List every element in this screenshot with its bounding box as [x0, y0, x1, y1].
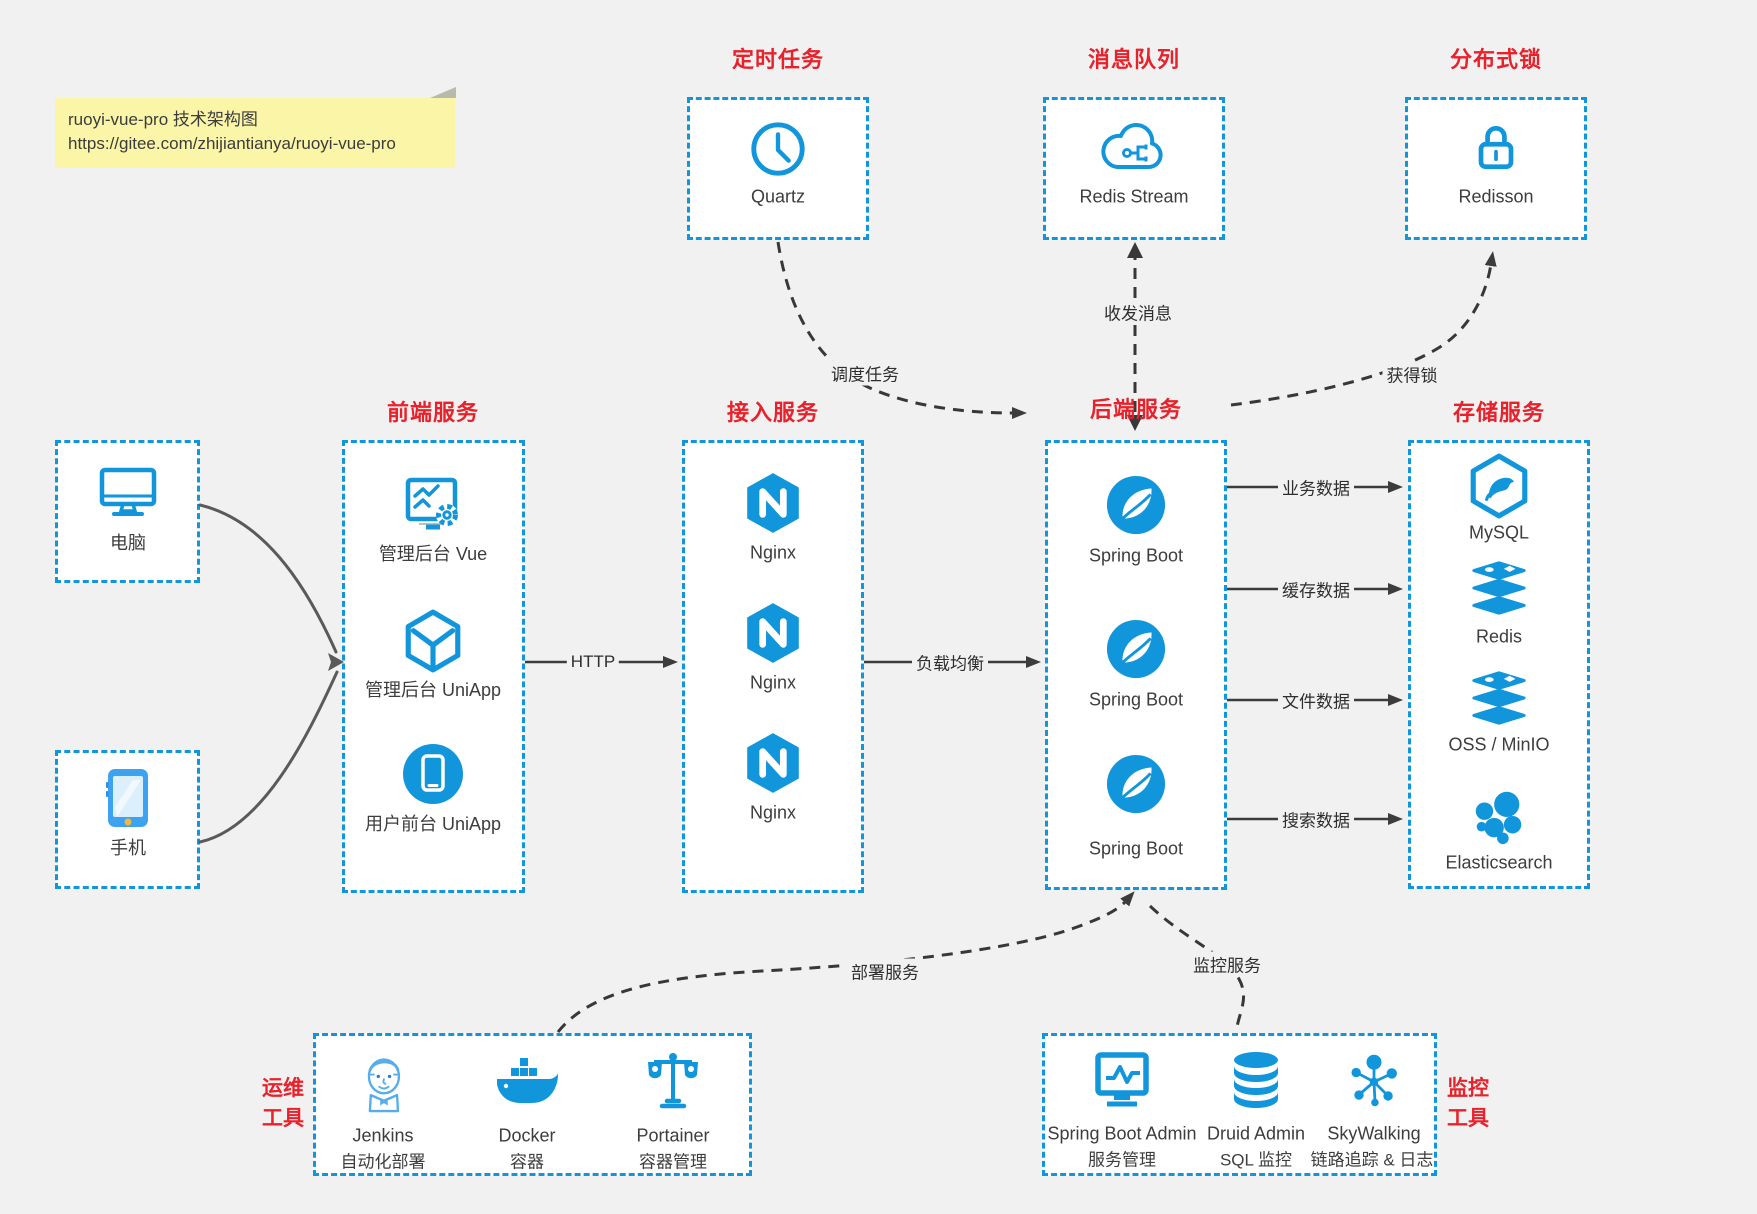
skywalking-label: SkyWalking	[1327, 1123, 1421, 1144]
nginx-label: Nginx	[749, 672, 797, 693]
druid-desc: SQL 监控	[1219, 1150, 1293, 1170]
frontend-title: 前端服务	[386, 400, 480, 425]
vue-admin-icon	[399, 475, 467, 537]
edge-label-lb: 负载均衡	[912, 649, 988, 675]
uniapp-admin-label: 管理后台 UniApp	[364, 680, 502, 700]
sticky-note-fold	[430, 87, 456, 98]
docker-desc: 容器	[510, 1152, 544, 1172]
spring-boot-icon	[1105, 753, 1167, 815]
uniapp-cube-icon	[400, 608, 466, 674]
redis-icon	[1468, 559, 1530, 617]
jenkins-icon	[353, 1050, 413, 1114]
deploy-arrow	[556, 891, 1135, 1033]
computer-label: 电脑	[110, 533, 146, 553]
docker-label: Docker	[498, 1125, 556, 1146]
nginx-icon	[744, 601, 802, 665]
redis-stream-label: Redis Stream	[1079, 186, 1189, 207]
edge-label-cache: 缓存数据	[1278, 576, 1354, 602]
ops-side-title-line2: 工具	[262, 1107, 304, 1130]
ops-side-title: 运维 工具	[262, 1074, 304, 1134]
oss-minio-label: OSS / MinIO	[1448, 734, 1550, 755]
spring-boot-icon	[1105, 618, 1167, 680]
spring-boot-admin-desc: 服务管理	[1088, 1150, 1156, 1170]
elasticsearch-label: Elasticsearch	[1445, 852, 1553, 873]
spring-boot-icon	[1105, 474, 1167, 536]
nginx-icon	[744, 731, 802, 795]
nginx-label: Nginx	[749, 542, 797, 563]
note-url: https://gitee.com/zhijiantianya/ruoyi-vu…	[68, 134, 396, 153]
gateway-title: 接入服务	[726, 400, 820, 425]
edge-label-biz: 业务数据	[1278, 474, 1354, 500]
computer-icon	[96, 462, 160, 522]
ops-side-title-line1: 运维	[262, 1077, 304, 1100]
skywalking-icon	[1344, 1050, 1404, 1110]
schedule-arrow	[776, 241, 1027, 419]
nginx-label: Nginx	[749, 802, 797, 823]
spring-boot-label: Spring Boot	[1088, 545, 1184, 566]
storage-title: 存储服务	[1452, 400, 1546, 425]
redis-stream-cloud-icon	[1096, 120, 1172, 178]
edge-label-deploy: 部署服务	[847, 958, 923, 984]
edge-label-search: 搜索数据	[1278, 806, 1354, 832]
jenkins-label: Jenkins	[352, 1125, 414, 1146]
quartz-label: Quartz	[750, 186, 806, 207]
spring-boot-label: Spring Boot	[1088, 689, 1184, 710]
oss-minio-icon	[1468, 669, 1530, 727]
phone-to-frontend-curve	[198, 670, 339, 844]
portainer-icon	[641, 1049, 705, 1113]
sticky-note: ruoyi-vue-pro 技术架构图 https://gitee.com/zh…	[55, 98, 455, 168]
quartz-clock-icon	[747, 118, 809, 180]
lock-title: 分布式锁	[1449, 47, 1543, 72]
druid-icon	[1228, 1050, 1284, 1110]
edge-label-schedule: 调度任务	[827, 360, 903, 386]
docker-icon	[494, 1056, 560, 1110]
edge-label-file: 文件数据	[1278, 687, 1354, 713]
edge-label-message: 收发消息	[1100, 299, 1176, 325]
phone-label: 手机	[110, 838, 146, 858]
redis-label: Redis	[1475, 626, 1523, 647]
acquire-lock-arrow	[1230, 251, 1497, 407]
jenkins-desc: 自动化部署	[340, 1152, 426, 1172]
edge-label-acquire-lock: 获得锁	[1382, 361, 1442, 387]
uniapp-user-label: 用户前台 UniApp	[364, 814, 502, 834]
scheduler-title: 定时任务	[731, 47, 825, 72]
vue-admin-label: 管理后台 Vue	[378, 544, 488, 564]
computer-to-frontend-curve	[198, 503, 338, 654]
note-title: ruoyi-vue-pro 技术架构图	[68, 110, 258, 129]
monitor-side-title: 监控 工具	[1447, 1074, 1489, 1134]
monitor-side-title-line1: 监控	[1447, 1077, 1489, 1100]
backend-title: 后端服务	[1089, 397, 1183, 422]
elasticsearch-icon	[1468, 785, 1530, 847]
phone-icon	[104, 767, 152, 829]
redisson-label: Redisson	[1458, 186, 1534, 207]
edge-label-http: HTTP	[566, 652, 620, 672]
edge-label-monitoring: 监控服务	[1189, 951, 1265, 977]
mysql-icon	[1466, 453, 1532, 519]
redisson-lock-icon	[1466, 118, 1526, 178]
mysql-label: MySQL	[1468, 522, 1530, 543]
spring-boot-label: Spring Boot	[1088, 838, 1184, 859]
portainer-label: Portainer	[636, 1125, 710, 1146]
nginx-icon	[744, 471, 802, 535]
message-arrowhead-up	[1127, 242, 1143, 258]
spring-boot-admin-label: Spring Boot Admin	[1047, 1123, 1197, 1144]
scheduler-box	[687, 97, 869, 240]
uniapp-user-icon	[401, 742, 465, 806]
spring-boot-admin-icon	[1090, 1050, 1154, 1110]
druid-label: Druid Admin	[1206, 1123, 1306, 1144]
portainer-desc: 容器管理	[639, 1152, 707, 1172]
skywalking-desc: 链路追踪 & 日志	[1310, 1150, 1434, 1170]
monitor-side-title-line2: 工具	[1447, 1107, 1489, 1130]
mq-title: 消息队列	[1087, 47, 1181, 72]
